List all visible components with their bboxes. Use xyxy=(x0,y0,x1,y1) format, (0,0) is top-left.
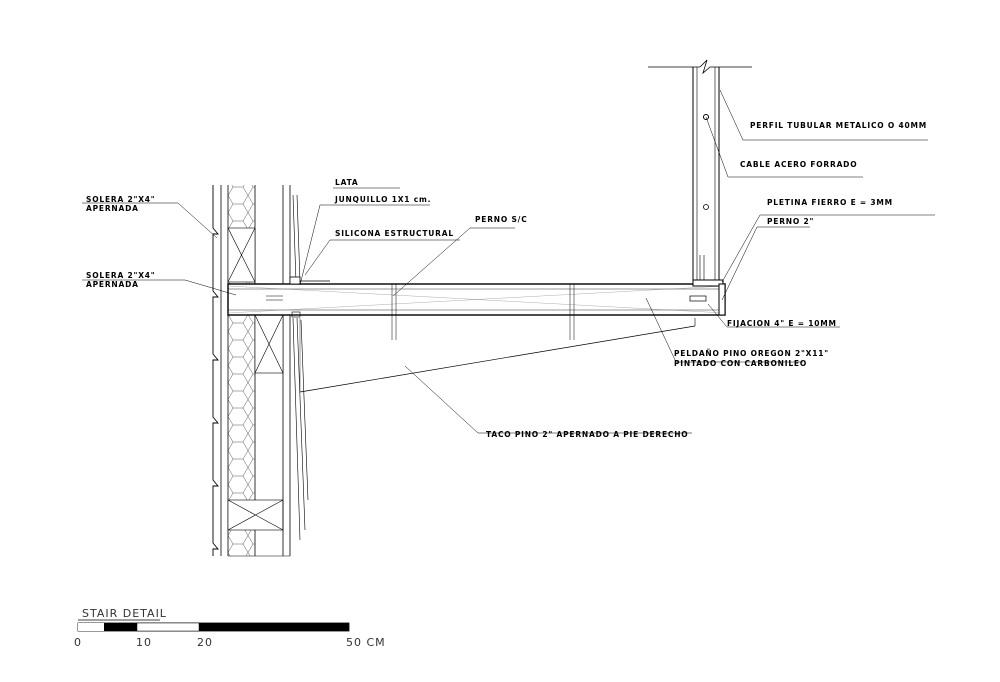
label-perno-sc: PERNO S/C xyxy=(475,215,528,224)
label-solera-upper-line2: APERNADA xyxy=(86,204,139,213)
label-lata: LATA xyxy=(335,178,359,187)
label-peldano-line1: PELDAÑO PINO OREGON 2"X11" xyxy=(674,349,829,358)
label-junquillo: JUNQUILLO 1X1 cm. xyxy=(334,195,431,204)
label-taco: TACO PINO 2" APERNADO A PIE DERECHO xyxy=(486,430,688,439)
scale-tick-0: 0 xyxy=(74,636,82,649)
label-pletina: PLETINA FIERRO E = 3MM xyxy=(767,198,893,207)
drawing-title: STAIR DETAIL xyxy=(82,607,167,620)
label-cable: CABLE ACERO FORRADO xyxy=(740,160,857,169)
label-peldano-line2: PINTADO CON CARBONILEO xyxy=(674,359,807,368)
stair-tread xyxy=(227,276,726,393)
scale-tick-10: 10 xyxy=(136,636,152,649)
scale-bar: STAIR DETAIL 0 10 20 50 CM xyxy=(74,607,386,649)
exterior-siding xyxy=(212,185,219,556)
leader-lines xyxy=(82,89,935,434)
label-solera-lower-line2: APERNADA xyxy=(86,280,139,289)
label-silicona: SILICONA ESTRUCTURAL xyxy=(335,229,454,238)
pie-derecho-block xyxy=(254,314,284,374)
label-solera-upper-line1: SOLERA 2"X4" xyxy=(86,195,156,204)
metal-post xyxy=(648,59,752,316)
label-perfil: PERFIL TUBULAR METALICO O 40MM xyxy=(750,121,927,130)
scale-tick-50cm: 50 CM xyxy=(346,636,386,649)
label-fijacion: FIJACION 4" E = 10MM xyxy=(727,319,837,328)
cable-hole xyxy=(703,114,709,120)
label-perno-2: PERNO 2" xyxy=(767,217,814,226)
solera-block-upper xyxy=(227,227,256,283)
solera-block-lower xyxy=(227,499,284,531)
wall-section xyxy=(212,185,309,557)
label-solera-lower-line1: SOLERA 2"X4" xyxy=(86,271,156,280)
scale-tick-20: 20 xyxy=(197,636,213,649)
